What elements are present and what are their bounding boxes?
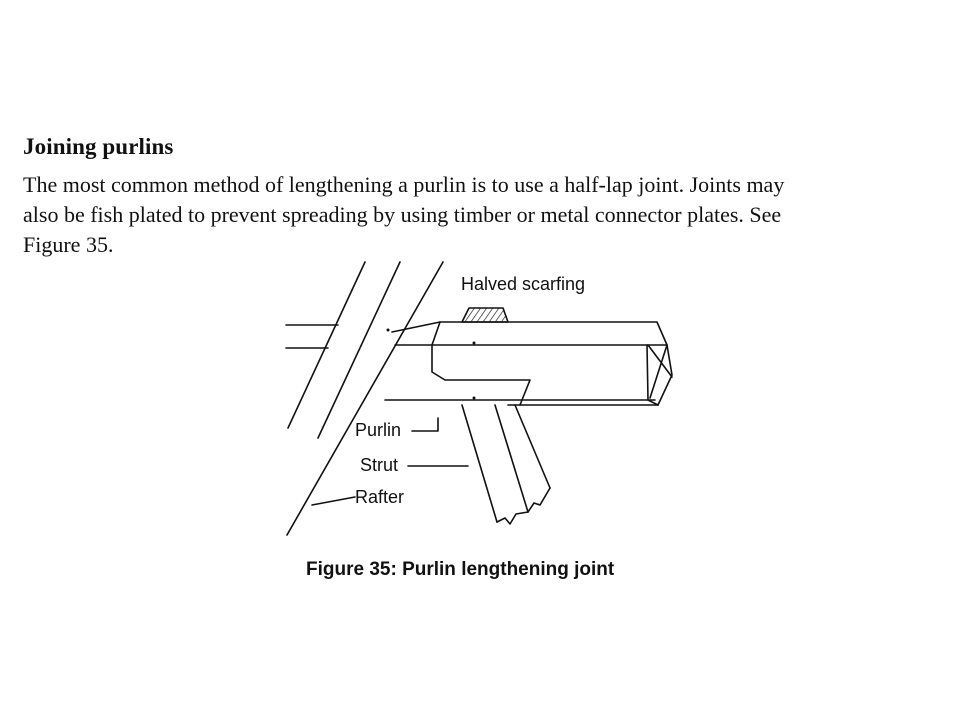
rafter-edge	[317, 261, 401, 439]
rafter-edge	[286, 261, 444, 536]
marker-dot	[472, 396, 476, 400]
strut-edge	[514, 404, 551, 489]
end-face-cross	[647, 344, 673, 378]
paragraph-line: The most common method of lengthening a …	[23, 172, 785, 197]
label-rafter: Rafter	[355, 487, 404, 507]
label-strut: Strut	[360, 455, 398, 475]
marker-dot	[472, 341, 476, 345]
label-purlin: Purlin	[355, 420, 401, 440]
scarf-joint-line	[431, 321, 531, 406]
strut-break-line	[496, 487, 551, 525]
strut-edge	[461, 404, 498, 523]
section-paragraph: The most common method of lengthening a …	[23, 170, 943, 260]
strut-edge	[494, 404, 529, 513]
paragraph-line: Figure 35.	[23, 232, 114, 257]
purlin-end-face	[646, 344, 673, 406]
section-heading: Joining purlins	[23, 134, 174, 159]
label-halved-scarfing: Halved scarfing	[461, 274, 585, 294]
rafter-leader	[311, 496, 356, 506]
purlin-top-face	[391, 321, 668, 346]
end-face-cross	[649, 344, 668, 399]
halved-scarfing-block	[461, 307, 509, 323]
purlin-leader	[411, 417, 439, 432]
figure-caption: Figure 35: Purlin lengthening joint	[306, 559, 615, 580]
rafter-edge	[287, 261, 366, 429]
marker-dot	[386, 328, 390, 332]
paragraph-line: also be fish plated to prevent spreading…	[23, 202, 782, 227]
